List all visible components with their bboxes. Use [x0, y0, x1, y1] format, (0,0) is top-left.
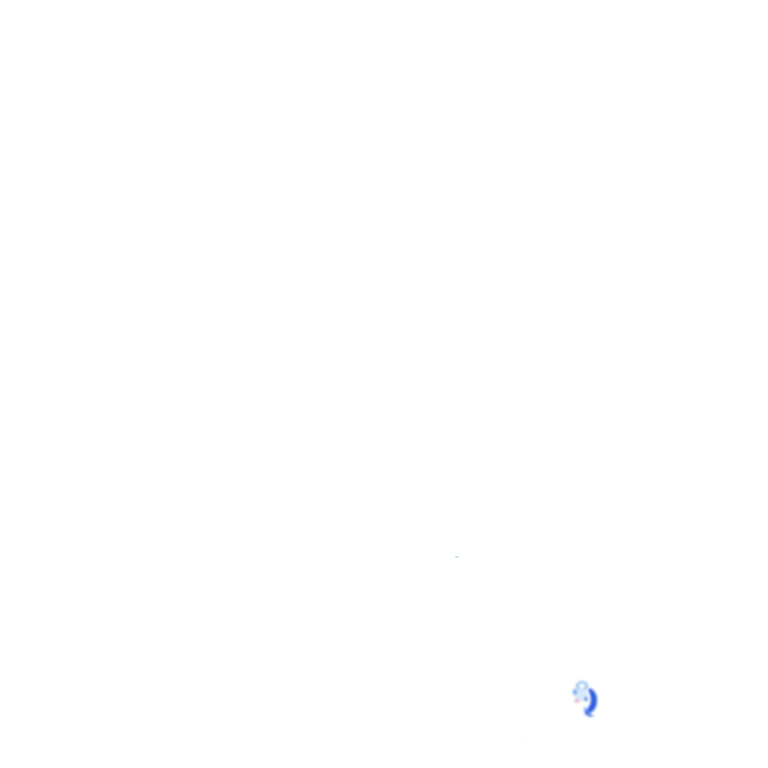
figure-head-highlight — [578, 683, 586, 689]
blurred-figure-graphic — [572, 681, 597, 717]
figure-base — [584, 706, 594, 717]
light-blue-speck — [455, 556, 459, 558]
figure-pink-accent — [574, 699, 580, 703]
figure-left-detail — [572, 689, 578, 695]
figure-center-detail — [584, 696, 588, 702]
blurred-blue-figure — [566, 676, 606, 722]
faint-gray-dot — [522, 741, 524, 742]
figure-dark-side — [587, 688, 597, 713]
